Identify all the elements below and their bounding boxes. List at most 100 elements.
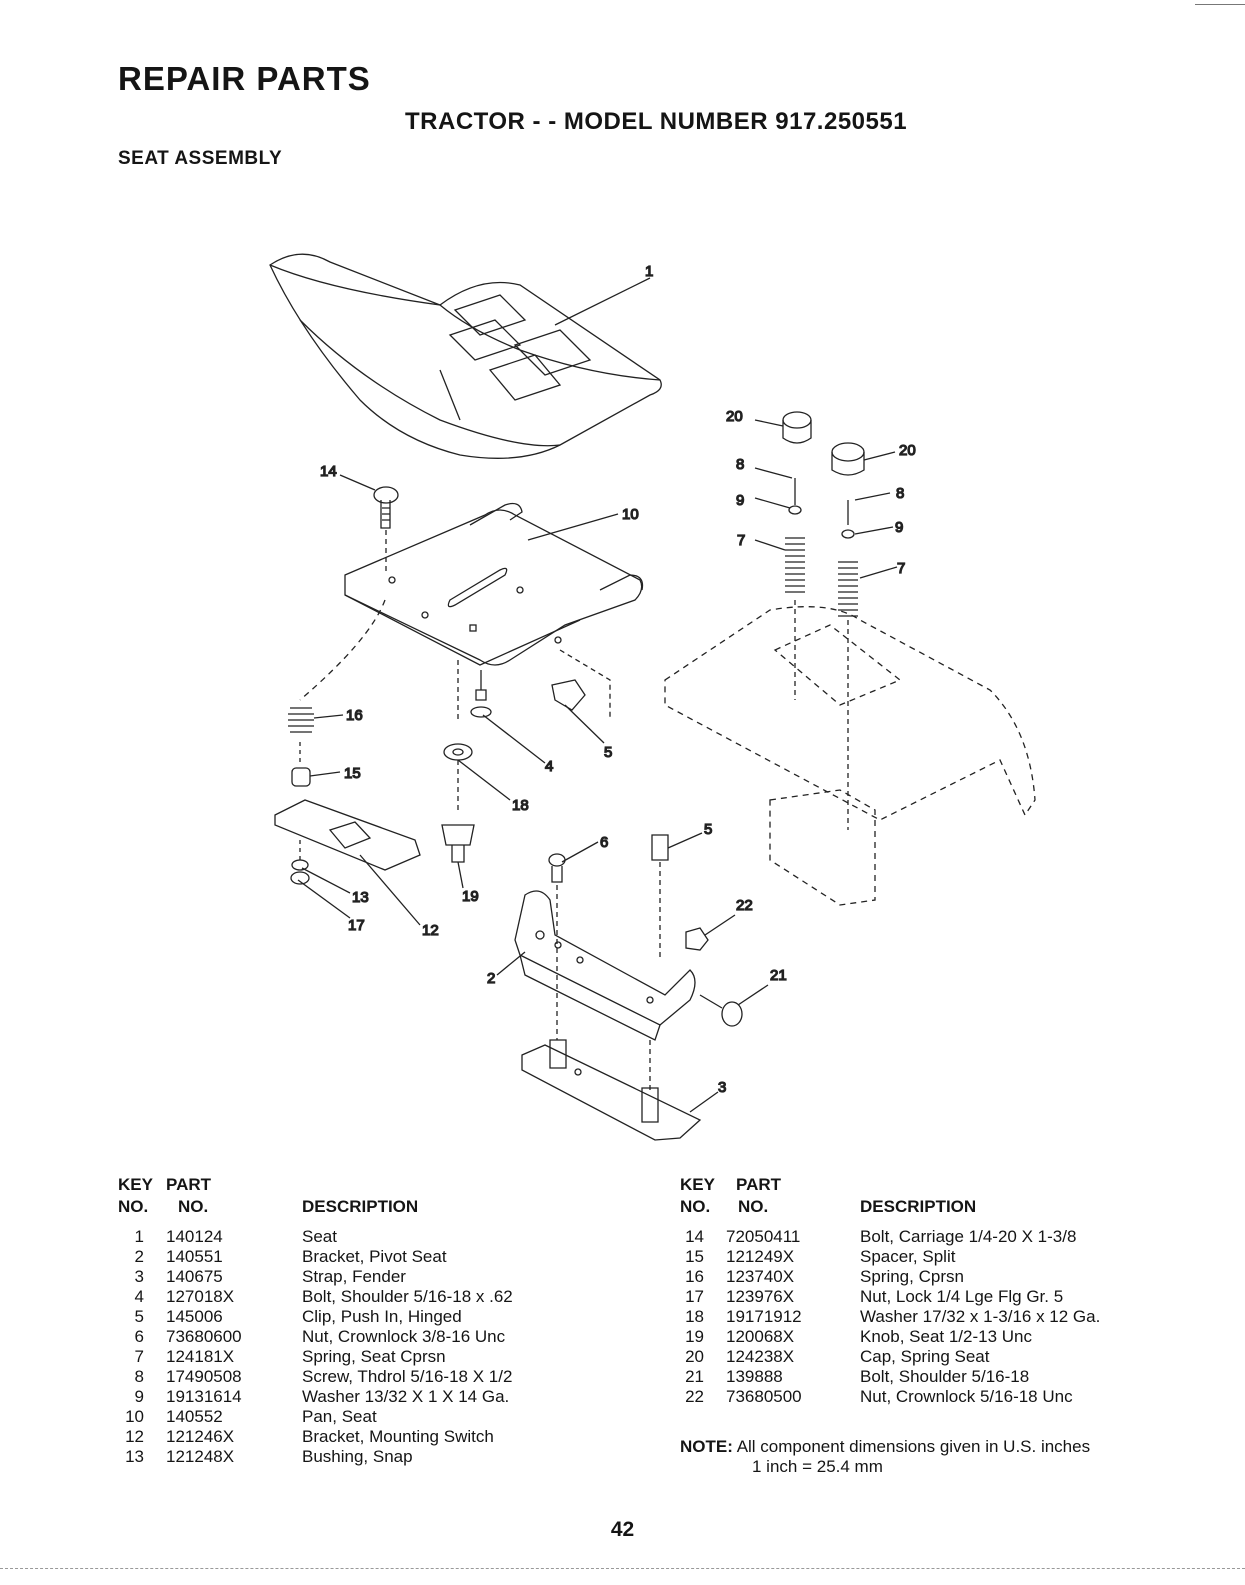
bottom-rule bbox=[0, 1568, 1245, 1569]
callout-20b: 20 bbox=[899, 442, 916, 459]
part-number: 140551 bbox=[166, 1247, 223, 1266]
part-description: Knob, Seat 1/2-13 Unc bbox=[860, 1327, 1033, 1346]
part-number: 72050411 bbox=[726, 1227, 801, 1246]
spring-assembly-parts bbox=[782, 411, 865, 830]
key-number: 20 bbox=[685, 1347, 704, 1366]
part-description: Bracket, Pivot Seat bbox=[302, 1247, 447, 1266]
part-no-header: NO. bbox=[738, 1197, 769, 1216]
part-number: 123740X bbox=[726, 1267, 795, 1286]
section-heading: SEAT ASSEMBLY bbox=[118, 148, 283, 169]
callout-10: 10 bbox=[622, 506, 639, 523]
model-heading: TRACTOR - - MODEL NUMBER 917.250551 bbox=[405, 108, 908, 135]
part-description: Spring, Cprsn bbox=[860, 1267, 964, 1286]
key-number: 8 bbox=[134, 1367, 144, 1386]
part-number: 73680600 bbox=[166, 1327, 242, 1346]
key-number: 16 bbox=[685, 1267, 704, 1286]
key-number: 12 bbox=[125, 1427, 144, 1446]
callout-17: 17 bbox=[348, 917, 365, 934]
part-header: PART bbox=[166, 1175, 212, 1194]
carriage-bolt-part bbox=[373, 486, 399, 575]
dimension-note: NOTE: All component dimensions given in … bbox=[680, 1437, 1090, 1477]
callout-2: 2 bbox=[487, 970, 495, 987]
key-header: KEY bbox=[118, 1175, 153, 1194]
callout-12: 12 bbox=[422, 922, 439, 939]
callout-19: 19 bbox=[462, 888, 479, 905]
callout-8a: 8 bbox=[736, 456, 744, 473]
part-number: 124181X bbox=[166, 1347, 235, 1366]
part-description: Bolt, Shoulder 5/16-18 x .62 bbox=[302, 1287, 513, 1306]
description-header: DESCRIPTION bbox=[302, 1197, 419, 1216]
callout-4: 4 bbox=[545, 758, 553, 775]
part-description: Screw, Thdrol 5/16-18 X 1/2 bbox=[302, 1367, 513, 1386]
key-number: 21 bbox=[685, 1367, 704, 1386]
part-number: 121249X bbox=[726, 1247, 795, 1266]
part-description: Bracket, Mounting Switch bbox=[302, 1427, 494, 1446]
fender-outline bbox=[664, 606, 1036, 906]
page-title: REPAIR PARTS bbox=[118, 60, 371, 97]
callout-20a: 20 bbox=[726, 408, 743, 425]
part-number: 139888 bbox=[726, 1367, 783, 1386]
part-description: Pan, Seat bbox=[302, 1407, 377, 1426]
callout-16: 16 bbox=[346, 707, 363, 724]
page-number: 42 bbox=[610, 1518, 635, 1541]
part-description: Nut, Crownlock 3/8-16 Unc bbox=[302, 1327, 506, 1346]
key-number: 10 bbox=[125, 1407, 144, 1426]
push-in-clip-parts bbox=[551, 649, 669, 960]
key-number: 15 bbox=[685, 1247, 704, 1266]
part-description: Bushing, Snap bbox=[302, 1447, 413, 1466]
key-header: KEY bbox=[680, 1175, 715, 1194]
callout-22: 22 bbox=[736, 897, 753, 914]
part-description: Spring, Seat Cprsn bbox=[302, 1347, 446, 1366]
key-number: 4 bbox=[134, 1287, 144, 1306]
part-description: Nut, Crownlock 5/16-18 Unc bbox=[860, 1387, 1073, 1406]
callout-18: 18 bbox=[512, 797, 529, 814]
top-rule bbox=[1195, 4, 1245, 5]
part-number: 19171912 bbox=[726, 1307, 802, 1326]
key-number: 3 bbox=[134, 1267, 144, 1286]
part-description: Bolt, Carriage 1/4-20 X 1-3/8 bbox=[860, 1227, 1077, 1246]
callout-3: 3 bbox=[718, 1079, 726, 1096]
seat-pan-part bbox=[344, 502, 644, 666]
part-description: Spacer, Split bbox=[860, 1247, 956, 1266]
part-number: 127018X bbox=[166, 1287, 235, 1306]
switch-bracket-parts bbox=[274, 599, 421, 885]
part-description: Seat bbox=[302, 1227, 337, 1246]
key-number: 6 bbox=[134, 1327, 144, 1346]
callout-14: 14 bbox=[320, 463, 337, 480]
callout-15: 15 bbox=[344, 765, 361, 782]
key-number: 5 bbox=[134, 1307, 144, 1326]
part-number: 17490508 bbox=[166, 1367, 242, 1386]
description-header: DESCRIPTION bbox=[860, 1197, 977, 1216]
callout-7b: 7 bbox=[897, 560, 905, 577]
callout-5b: 5 bbox=[704, 821, 712, 838]
part-number: 145006 bbox=[166, 1307, 223, 1326]
exploded-parts-diagram: 1 20 20 8 8 9 9 7 7 14 10 16 15 4 5 18 6… bbox=[269, 253, 1036, 1141]
part-number: 73680500 bbox=[726, 1387, 802, 1406]
key-number: 1 bbox=[134, 1227, 144, 1246]
part-description: Bolt, Shoulder 5/16-18 bbox=[860, 1367, 1030, 1386]
callout-9b: 9 bbox=[895, 519, 903, 536]
seat-part bbox=[269, 253, 662, 459]
leader-lines bbox=[297, 277, 898, 1113]
part-number: 140675 bbox=[166, 1267, 223, 1286]
note-label: NOTE: bbox=[680, 1437, 733, 1456]
part-description: Washer 13/32 X 1 X 14 Ga. bbox=[302, 1387, 510, 1406]
fender-strap-part bbox=[521, 1039, 702, 1141]
part-description: Strap, Fender bbox=[302, 1267, 406, 1286]
part-number: 140552 bbox=[166, 1407, 223, 1426]
part-number: 140124 bbox=[166, 1227, 223, 1246]
note-line-1: All component dimensions given in U.S. i… bbox=[736, 1437, 1091, 1456]
key-number: 18 bbox=[685, 1307, 704, 1326]
part-number: 19131614 bbox=[166, 1387, 242, 1406]
part-number: 123976X bbox=[726, 1287, 795, 1306]
key-number: 7 bbox=[134, 1347, 144, 1366]
part-no-header: NO. bbox=[178, 1197, 209, 1216]
part-number: 121246X bbox=[166, 1427, 235, 1446]
callout-8b: 8 bbox=[896, 485, 904, 502]
part-number: 124238X bbox=[726, 1347, 795, 1366]
key-number: 17 bbox=[685, 1287, 704, 1306]
callout-1: 1 bbox=[645, 263, 653, 280]
key-number: 2 bbox=[134, 1247, 144, 1266]
